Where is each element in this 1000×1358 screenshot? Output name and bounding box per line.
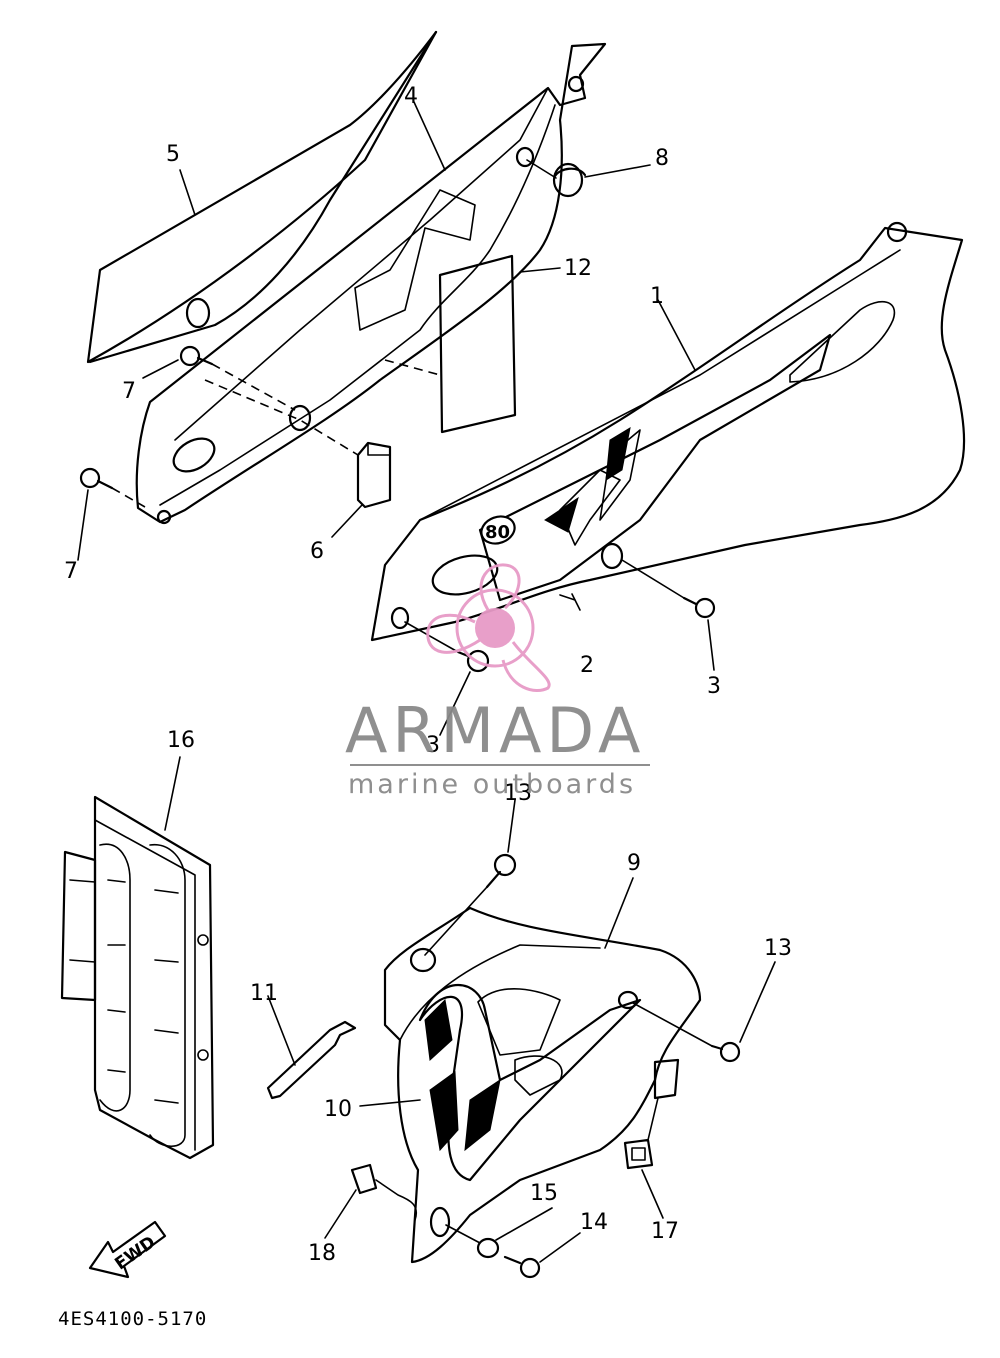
callout-18: 18 bbox=[308, 1241, 336, 1266]
callout-14: 14 bbox=[580, 1210, 608, 1235]
part-11-strap bbox=[266, 1020, 357, 1100]
part-13-bolt-top bbox=[424, 853, 517, 956]
part-3-bolt-center bbox=[404, 621, 490, 673]
part-code: 4ES4100-5170 bbox=[58, 1308, 207, 1330]
part-8-grommet bbox=[526, 159, 587, 198]
forward-direction-arrow: FWD bbox=[88, 1220, 167, 1279]
callout-13-right: 13 bbox=[764, 936, 792, 961]
fwd-label: FWD bbox=[111, 1232, 159, 1274]
callout-10: 10 bbox=[324, 1097, 352, 1122]
callout-7-lower: 7 bbox=[64, 559, 78, 584]
part-15-washer bbox=[445, 1224, 500, 1259]
callout-4: 4 bbox=[404, 84, 418, 109]
part-12-label bbox=[384, 254, 517, 434]
callout-15: 15 bbox=[530, 1181, 558, 1206]
callout-5: 5 bbox=[166, 142, 180, 167]
part-3-bolt-right bbox=[621, 559, 716, 619]
part-9-shroud bbox=[383, 906, 702, 1264]
part-18-clip-nut bbox=[350, 1163, 417, 1221]
callout-12: 12 bbox=[564, 256, 592, 281]
watermark-title: ARMADA bbox=[345, 694, 645, 767]
part-4-left-side-cover bbox=[135, 42, 607, 525]
armada-logo-icon bbox=[426, 563, 551, 693]
callout-6: 6 bbox=[310, 539, 324, 564]
callout-9: 9 bbox=[627, 851, 641, 876]
part-1-right-side-cover: 80 bbox=[370, 221, 966, 642]
part-5-side-cover-decal bbox=[86, 30, 438, 364]
watermark-subtitle: marine outboards bbox=[348, 769, 636, 800]
callout-1: 1 bbox=[650, 284, 664, 309]
part-6-damper bbox=[204, 379, 392, 509]
decal-number-80: 80 bbox=[480, 515, 516, 545]
callout-8: 8 bbox=[655, 146, 669, 171]
part-14-bolt bbox=[503, 1255, 541, 1279]
part-7-bolt-upper bbox=[179, 345, 296, 411]
callout-7-upper: 7 bbox=[122, 379, 136, 404]
svg-text:80: 80 bbox=[485, 522, 510, 543]
part-17-clip-nut bbox=[623, 1138, 654, 1170]
part-7-bolt-lower bbox=[79, 467, 146, 508]
callout-11: 11 bbox=[250, 981, 278, 1006]
part-13-bolt-right bbox=[632, 1002, 741, 1063]
leader-lines bbox=[77, 101, 776, 1263]
callout-16: 16 bbox=[167, 728, 195, 753]
armada-watermark: ARMADA marine outboards bbox=[345, 563, 650, 800]
callout-labels: 5 4 8 1 12 7 7 6 2 3 3 16 13 9 13 11 10 … bbox=[64, 84, 792, 1266]
part-16-radiator-guard bbox=[60, 795, 215, 1160]
callout-3-center: 3 bbox=[426, 733, 440, 758]
callout-17: 17 bbox=[651, 1219, 679, 1244]
callout-2: 2 bbox=[580, 653, 594, 678]
callout-13-top: 13 bbox=[504, 781, 532, 806]
watermark-divider bbox=[350, 764, 650, 766]
callout-3-right: 3 bbox=[707, 674, 721, 699]
